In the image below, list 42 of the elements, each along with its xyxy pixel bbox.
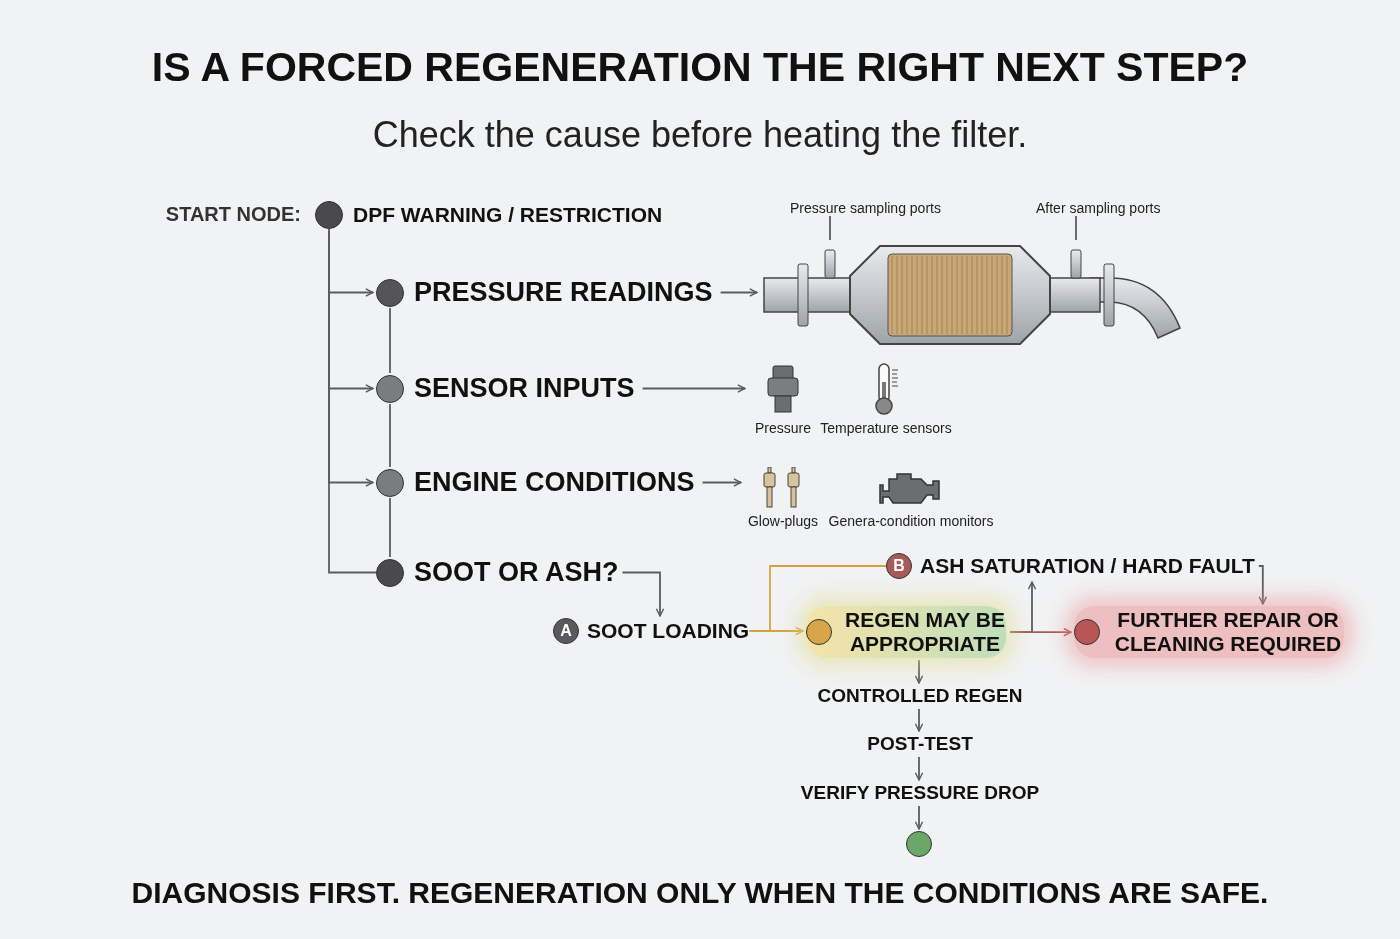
outcome-node: [1074, 606, 1344, 659]
part-label: After sampling ports: [1036, 200, 1161, 216]
option-label: SOOT LOADING: [587, 619, 750, 643]
connector-arrow: [914, 805, 924, 830]
connector-arrow: [1257, 565, 1268, 605]
option-label: ASH SATURATION / HARD FAULT: [920, 554, 1255, 578]
start-node: [315, 201, 663, 229]
icon-caption: Temperature sensors: [820, 420, 952, 436]
step-label: ENGINE CONDITIONS: [414, 467, 695, 498]
outcome-label: FURTHER REPAIR OR CLEANING REQUIRED: [1113, 608, 1343, 657]
outcome-label: REGEN MAY BE APPROPRIATE: [844, 608, 1006, 657]
subtitle: Check the cause before heating the filter.: [371, 114, 1029, 156]
icon-caption: Pressure: [755, 420, 811, 436]
connector-arrow: [914, 756, 924, 781]
connector-arrow: [641, 384, 746, 393]
title: IS A FORCED REGENERATION THE RIGHT NEXT STEP?: [150, 44, 1250, 91]
process-step: POST-TEST: [867, 733, 973, 755]
connector-arrow: [701, 478, 742, 487]
part-label: Pressure sampling ports: [790, 200, 941, 216]
letter-badge: B: [886, 553, 912, 579]
process-step: CONTROLLED REGEN: [817, 685, 1023, 707]
leader-line: [829, 215, 831, 241]
connector-arrow: [719, 288, 758, 297]
connector-arrow: [752, 626, 804, 636]
start-label: START NODE:: [165, 203, 301, 226]
leader-line: [1075, 215, 1077, 241]
step-label: PRESSURE READINGS: [414, 277, 713, 308]
end-circle: [906, 831, 932, 857]
outcome-node: [806, 606, 1006, 659]
connector-arrow: [621, 571, 665, 617]
step-label: DPF WARNING / RESTRICTION: [353, 203, 663, 227]
process-step: VERIFY PRESSURE DROP: [800, 782, 1040, 804]
letter-badge: A: [553, 618, 579, 644]
icon-caption: Genera-condition monitors: [828, 513, 994, 529]
caption: DIAGNOSIS FIRST. REGENERATION ONLY WHEN THE CONDITIONS ARE SAFE.: [130, 876, 1270, 910]
icon-caption: Glow-plugs: [748, 513, 818, 529]
step-label: SENSOR INPUTS: [414, 373, 635, 404]
decision-step: [376, 557, 619, 588]
connector-arrow: [1009, 627, 1072, 637]
connector-arrow: [914, 659, 924, 684]
step-label: SOOT OR ASH?: [414, 557, 619, 588]
connector-arrow: [914, 708, 924, 732]
